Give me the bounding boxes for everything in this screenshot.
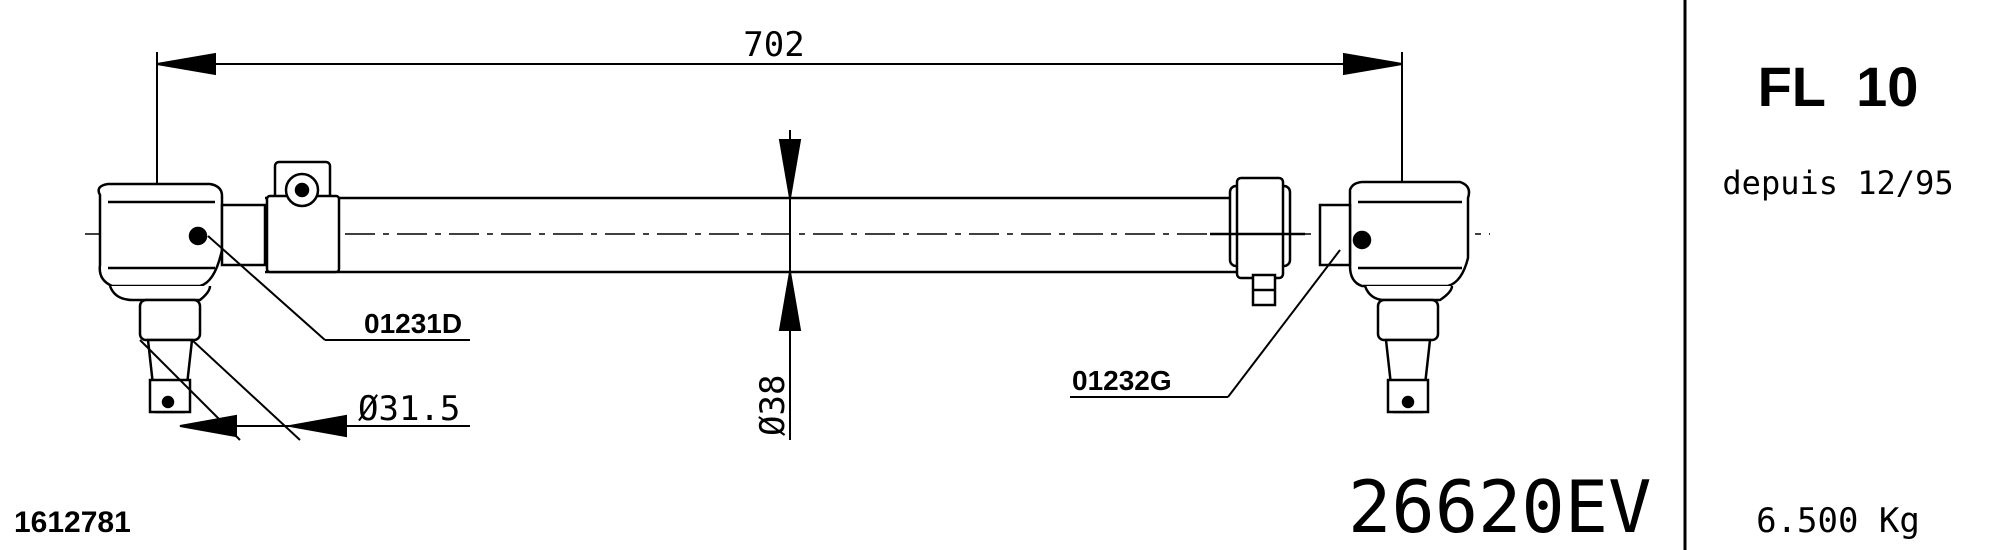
left-clamp [265, 160, 341, 274]
model-label: FL 10 [1758, 55, 1919, 118]
left-end-ref-label: 01231D [364, 308, 462, 339]
length-dimension-label: 702 [743, 25, 804, 65]
ref-number: 1612781 [14, 506, 131, 539]
tube-diameter-dimension [778, 130, 802, 440]
weight-label: 6.500 Kg [1756, 501, 1920, 541]
leader-lines [207, 235, 1341, 398]
right-ball-joint [1318, 180, 1471, 414]
tube-diameter-label: Ø38 [753, 375, 793, 436]
since-label: depuis 12/95 [1722, 164, 1953, 202]
left-ball-joint [97, 182, 267, 414]
right-end-ref-label: 01232G [1072, 365, 1172, 396]
tube [265, 196, 1240, 274]
right-clamp [1210, 176, 1305, 307]
part-number: 26620EV [1348, 465, 1651, 549]
cone-diameter-label: Ø31.5 [358, 389, 460, 429]
cone-diameter-dimension [139, 339, 470, 441]
length-dimension [156, 52, 1403, 240]
